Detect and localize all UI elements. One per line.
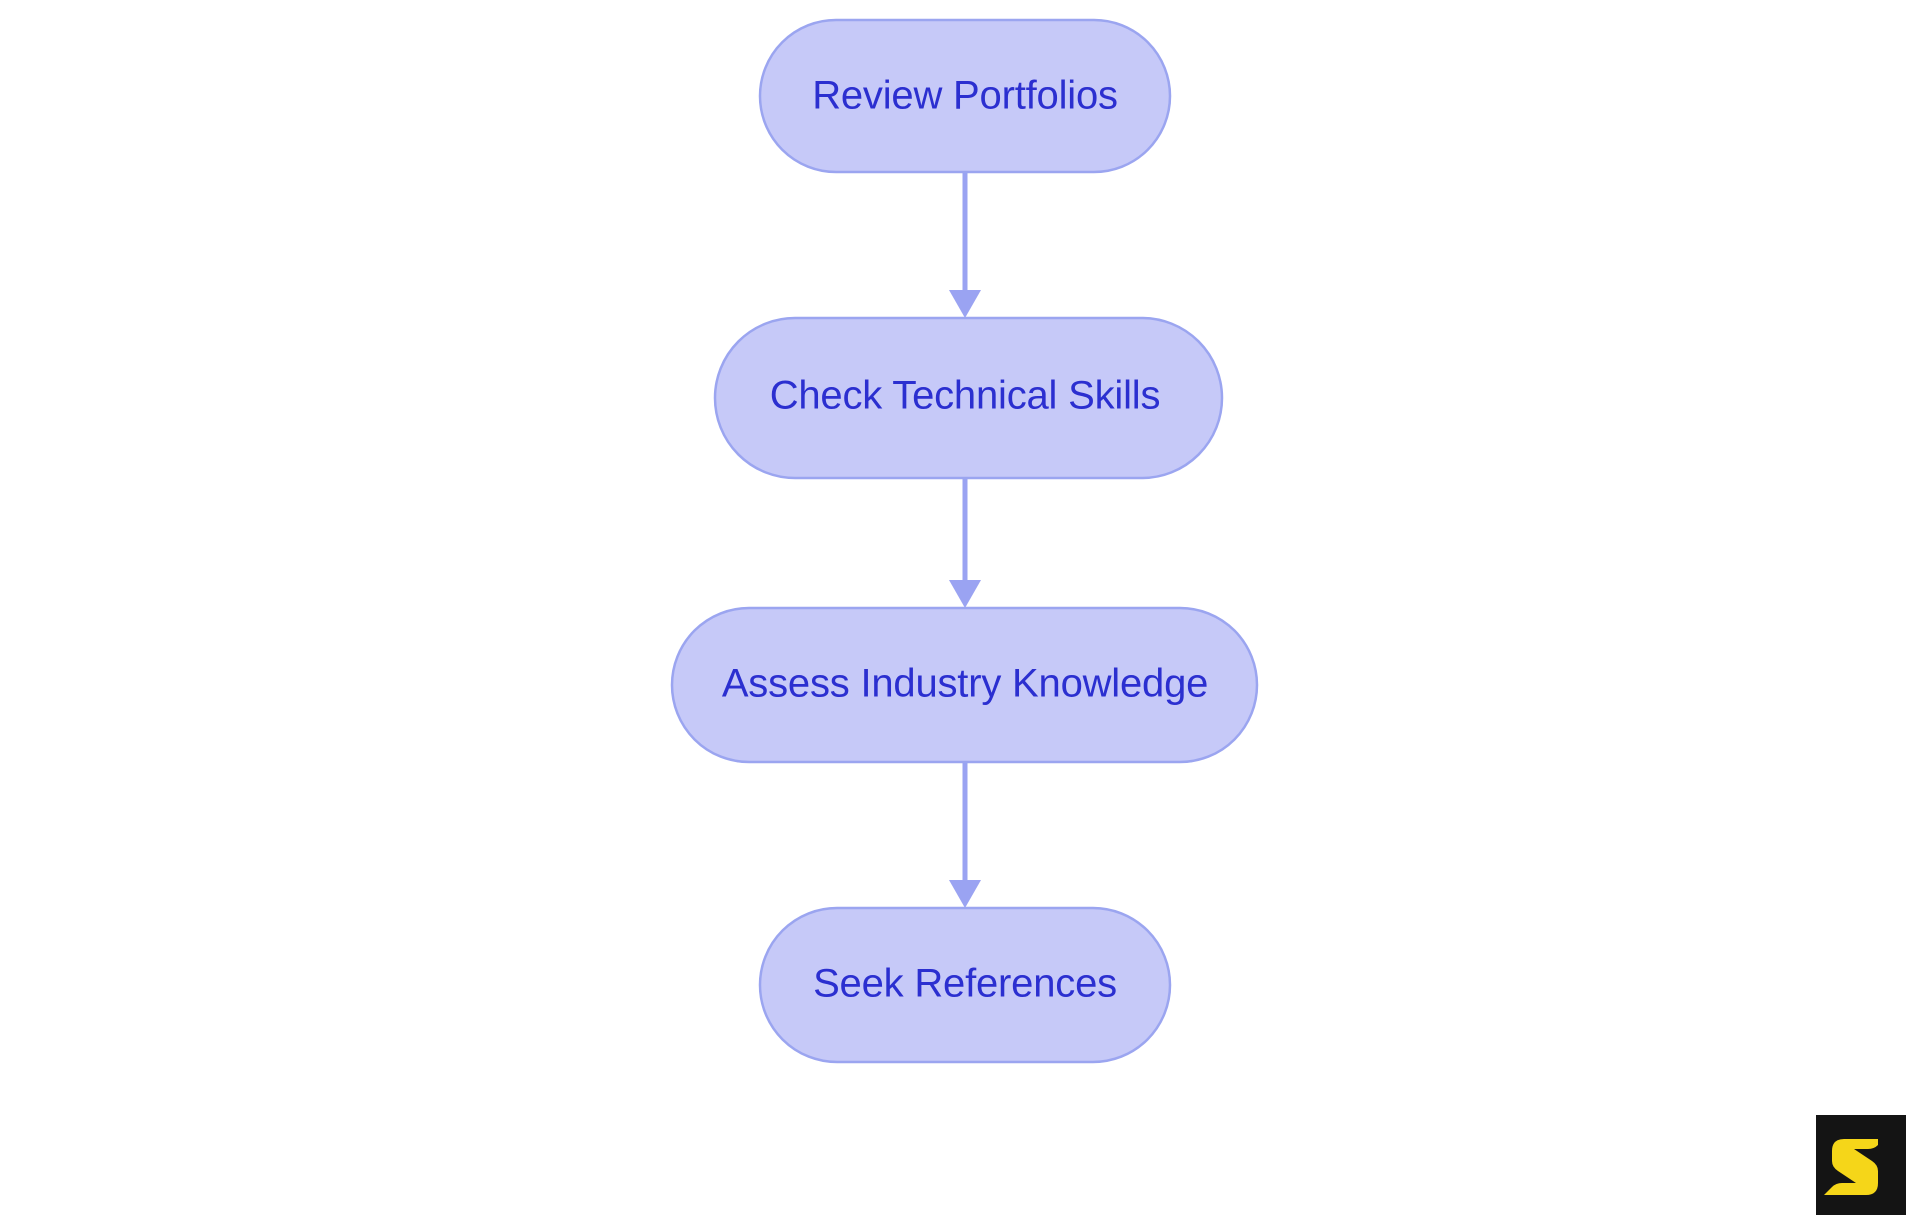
edge-review-portfolios-to-check-technical-skills <box>949 172 981 318</box>
node-seek-references[interactable]: Seek References <box>758 906 1172 1064</box>
node-review-portfolios[interactable]: Review Portfolios <box>758 18 1172 174</box>
node-assess-industry-knowledge-shape[interactable] <box>670 606 1259 764</box>
edge-check-technical-skills-to-assess-industry-knowledge <box>949 478 981 608</box>
s-monogram-path <box>1824 1139 1878 1195</box>
node-review-portfolios-label: Review Portfolios <box>812 74 1118 118</box>
node-assess-industry-knowledge[interactable]: Assess Industry Knowledge <box>670 606 1259 764</box>
edge-1-arrowhead <box>949 290 981 318</box>
node-seek-references-label: Seek References <box>813 962 1117 1006</box>
node-assess-industry-knowledge-label: Assess Industry Knowledge <box>722 662 1208 706</box>
node-review-portfolios-shape[interactable] <box>758 18 1172 174</box>
node-seek-references-shape[interactable] <box>758 906 1172 1064</box>
edge-3-arrowhead <box>949 880 981 908</box>
node-check-technical-skills-shape[interactable] <box>713 316 1224 480</box>
edge-assess-industry-knowledge-to-seek-references <box>949 762 981 908</box>
node-check-technical-skills-label: Check Technical Skills <box>770 374 1161 418</box>
s-monogram-icon <box>1824 1139 1878 1195</box>
edge-2-arrowhead <box>949 580 981 608</box>
logo-watermark <box>1816 1115 1906 1215</box>
node-check-technical-skills[interactable]: Check Technical Skills <box>713 316 1224 480</box>
